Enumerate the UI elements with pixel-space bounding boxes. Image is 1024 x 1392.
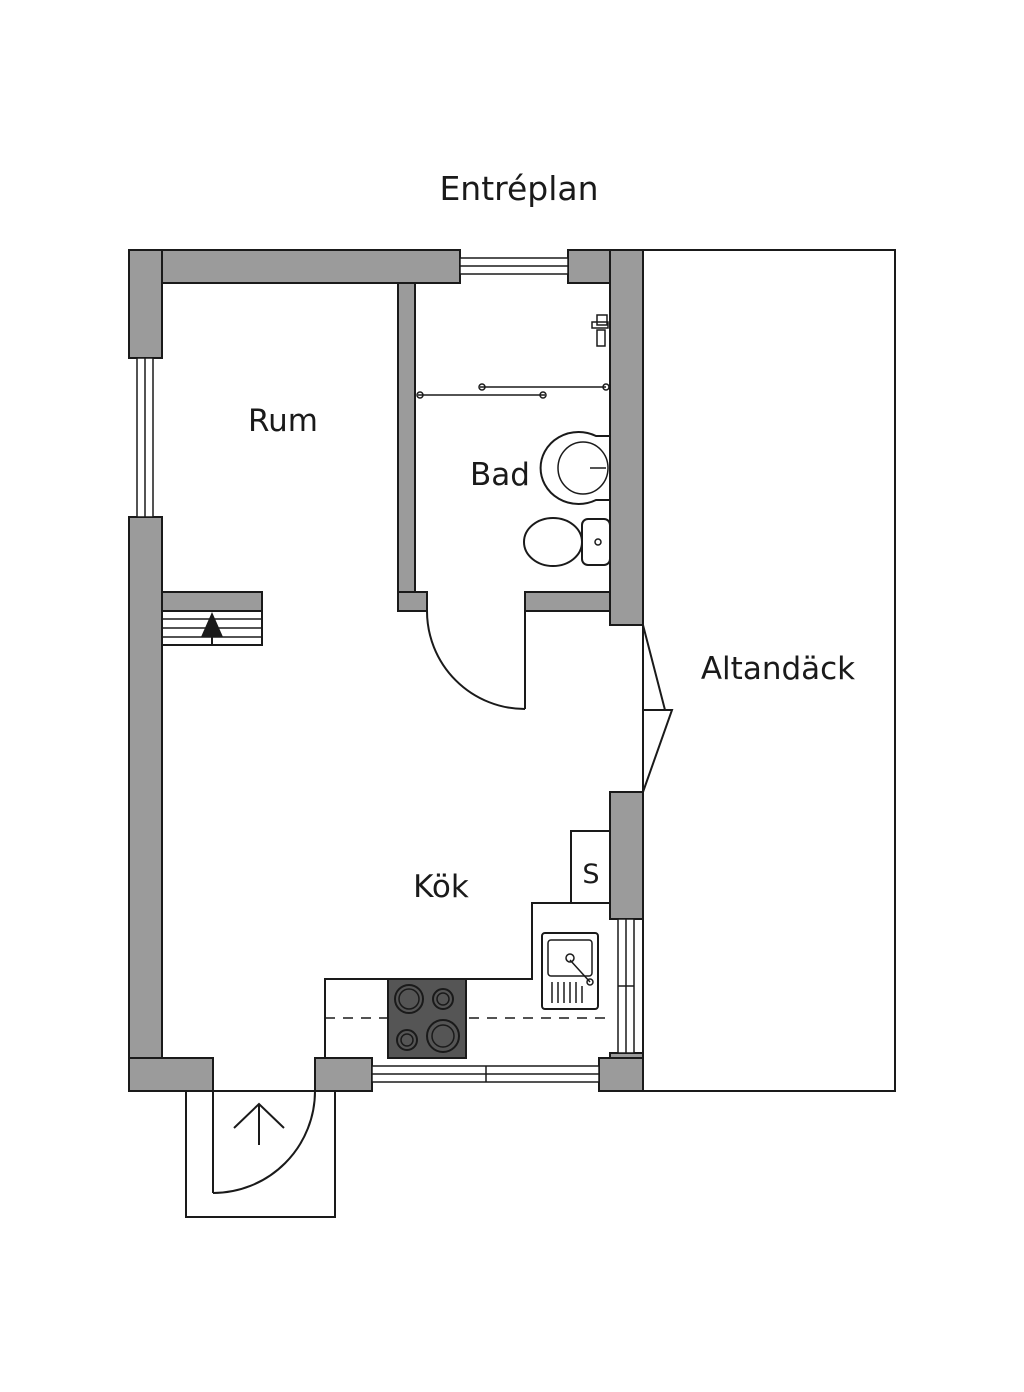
arrow-up-icon: [201, 612, 223, 637]
window-top-bath: [459, 257, 569, 275]
toilet: [523, 517, 611, 567]
room-label-altandack: Altandäck: [701, 651, 855, 687]
storage-label: S: [582, 859, 599, 890]
arrow-up-icon: [233, 1102, 285, 1145]
room-label-rum: Rum: [248, 403, 318, 439]
sink: [541, 932, 599, 1010]
shower-head-icon: [591, 314, 609, 347]
kitchen-counter: [324, 902, 610, 1058]
deck-doors: [642, 624, 674, 793]
interior-walls: [161, 282, 611, 612]
room-label-bad: Bad: [470, 457, 530, 493]
entry-door: [185, 1090, 336, 1218]
staircase: [161, 610, 263, 646]
window-right-kitchen: [617, 918, 635, 1054]
window-bottom-kitchen: [371, 1065, 600, 1083]
storage-cabinet: S: [570, 830, 611, 904]
bathroom-door: [426, 610, 526, 710]
stove: [387, 978, 467, 1059]
washbasin: [539, 431, 610, 505]
shower-rail: [416, 383, 610, 399]
window-left-rum: [136, 357, 154, 518]
deck-outline: [642, 249, 896, 1092]
exterior-walls: [128, 249, 644, 1092]
plan-title: Entréplan: [439, 169, 598, 208]
room-label-kok: Kök: [413, 869, 469, 905]
